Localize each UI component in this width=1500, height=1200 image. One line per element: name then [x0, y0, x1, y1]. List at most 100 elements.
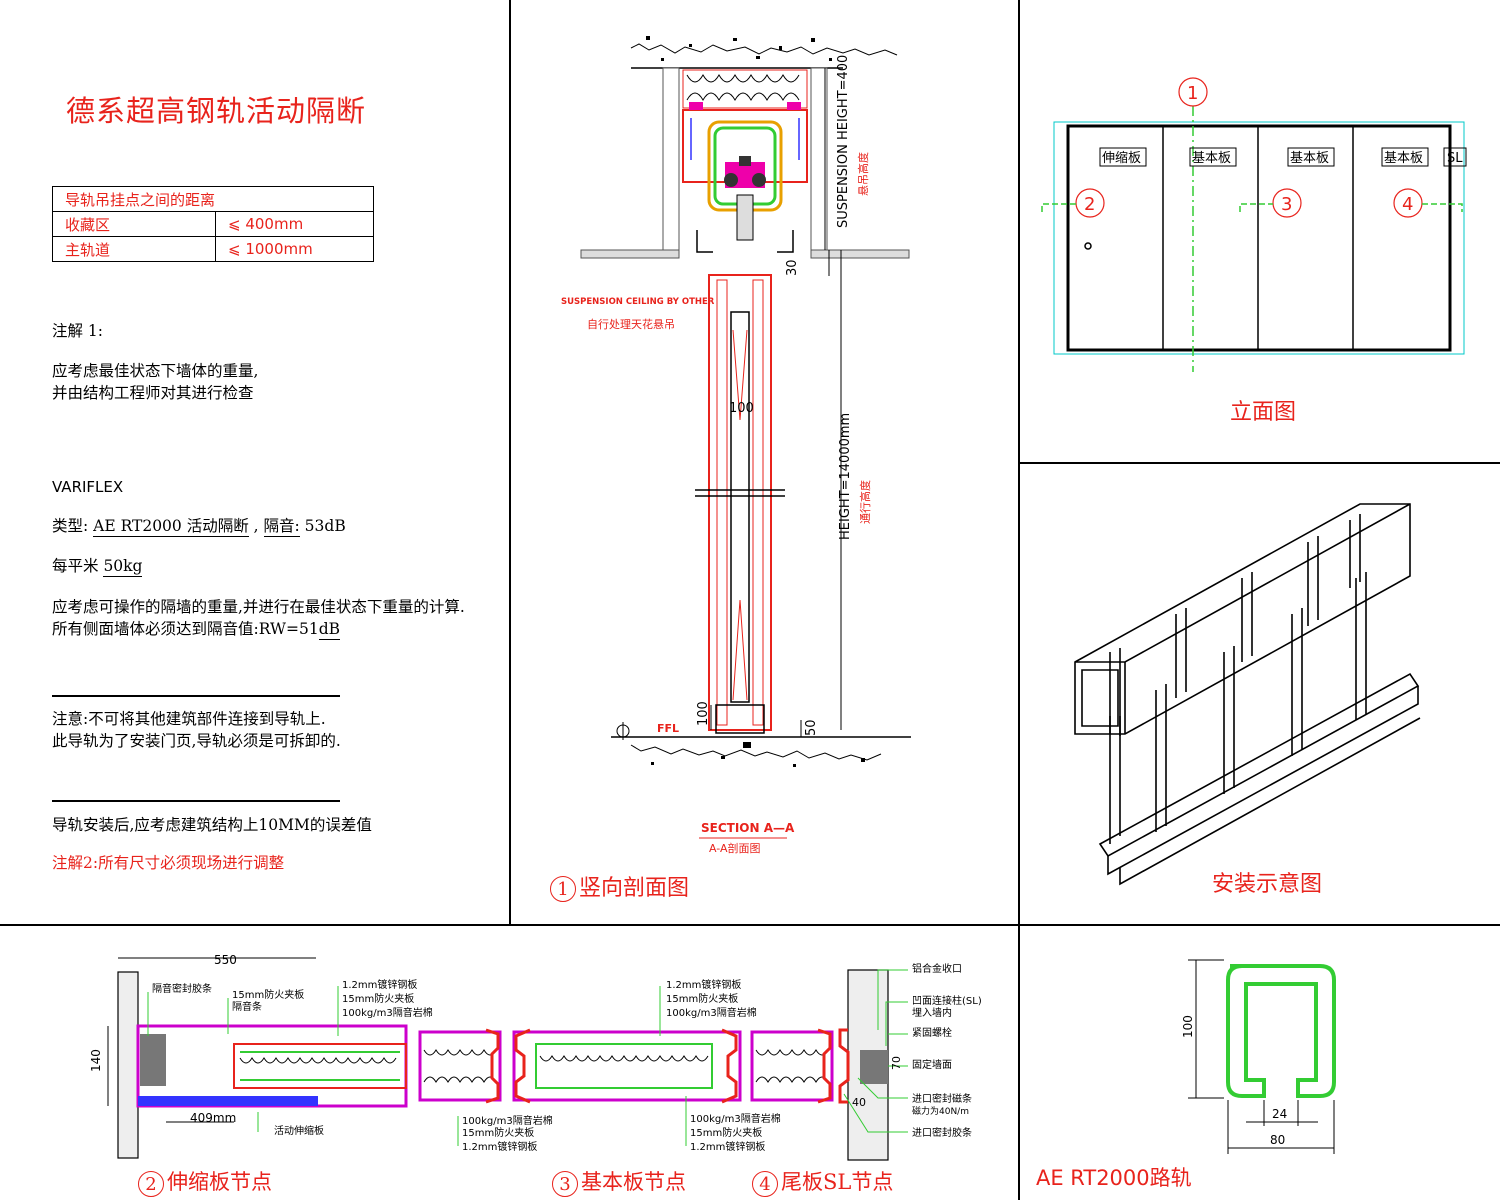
ceiling-box-walls — [580, 67, 910, 259]
spec-row-label: 收藏区 — [52, 211, 216, 237]
dim-height-cn: 通行高度 — [858, 480, 872, 524]
divider-h-right — [1018, 462, 1500, 464]
dim-409: 409mm — [190, 1111, 236, 1125]
dim-100-panel: 100 — [729, 401, 754, 416]
rail-caption: AE RT2000路轨 — [1036, 1166, 1192, 1190]
section-title-cn: A-A剖面图 — [709, 841, 761, 855]
divider-h-bottom — [0, 924, 1500, 926]
basic-wool: 100kg/m3隔音岩棉 — [666, 1006, 757, 1019]
sl-alu: 铝合金收口 — [912, 962, 962, 975]
dim-height: HEIGHT=14000mm — [838, 413, 853, 540]
label-steel: 1.2mm镀锌钢板 — [342, 978, 417, 991]
ffl-label: FFL — [657, 722, 679, 735]
label-wool2: 100kg/m3隔音岩棉 — [462, 1114, 553, 1127]
section-title: SECTION A—A — [701, 821, 795, 835]
marker-4: 4 — [1402, 194, 1413, 215]
type-mid: , — [253, 517, 264, 535]
sl-bolt: 紧固螺栓 — [912, 1026, 952, 1039]
detail2-caption-text: 伸缩板节点 — [167, 1170, 272, 1194]
calc-line2-unit: dB — [318, 620, 341, 640]
weight-line: 每平米 50kg — [52, 555, 143, 577]
note1-line2: 并由结构工程师对其进行检查 — [52, 384, 254, 402]
dim-30: 30 — [785, 259, 800, 276]
install-drawing — [1074, 503, 1421, 886]
panel-label: 基本板 — [1384, 151, 1423, 166]
detail3-caption-number: 3 — [552, 1170, 578, 1197]
label-fire2: 15mm防火夹板 — [462, 1126, 534, 1139]
label-wool: 100kg/m3隔音岩棉 — [342, 1006, 433, 1019]
rail-drawing: 100 24 80 — [1181, 959, 1336, 1154]
brand-name: VARIFLEX — [52, 478, 124, 496]
detail3-caption-text: 基本板节点 — [581, 1170, 686, 1194]
spec-row-label: 主轨道 — [52, 236, 216, 262]
panel-label: 基本板 — [1290, 151, 1329, 166]
weight-label: 每平米 — [52, 557, 104, 575]
divider-v-left — [509, 0, 511, 925]
details-drawing: 550 140 409mm 隔音密封胶条 15mm防火夹板 隔音条 1.2mm镀… — [89, 953, 982, 1161]
calc-line1: 应考虑可操作的隔墙的重量,并进行在最佳状态下重量的计算. — [52, 598, 465, 616]
type-value: AE RT2000 活动隔断 — [93, 517, 249, 537]
dim-suspension-height-cn: 悬吊高度 — [856, 152, 870, 196]
label-telescopic: 活动伸缩板 — [274, 1124, 324, 1137]
calc-line2-prefix: 所有侧面墙体必须达到隔音值:RW=51 — [52, 620, 319, 638]
calc-line2: 所有侧面墙体必须达到隔音值:RW=51dB — [52, 618, 341, 640]
section-caption-text: 竖向剖面图 — [579, 876, 690, 901]
section-drawing: SUSPENSION HEIGHT=400 悬吊高度 30 SUSPENSION… — [561, 36, 911, 855]
detail-telescopic — [107, 957, 408, 1123]
separator-1 — [52, 695, 340, 697]
divider-v-right — [1018, 0, 1020, 1200]
panel-labels: 伸缩板 基本板 基本板 基本板 SL — [1099, 147, 1467, 167]
elevation-markers — [1075, 77, 1423, 218]
dimensions — [611, 68, 911, 740]
note1-line1: 应考虑最佳状态下墙体的重量, — [52, 362, 259, 380]
separator-2 — [52, 800, 340, 802]
caution-line2: 此导轨为了安装门页,导轨必须是可拆卸的. — [52, 732, 341, 750]
partition-panel — [695, 274, 785, 734]
type-line: 类型: AE RT2000 活动隔断 , 隔音: 53dB — [52, 515, 346, 537]
rail-dim-80: 80 — [1270, 1133, 1285, 1147]
sl-label: SL — [1447, 151, 1463, 166]
sl-magnet-force: 磁力为40N/m — [912, 1105, 969, 1117]
note2: 注解2:所有尺寸必须现场进行调整 — [52, 854, 285, 872]
label-sound: 隔音条 — [232, 1000, 262, 1013]
dim-50: 50 — [804, 719, 819, 736]
sl-post: 凹面连接柱(SL) — [912, 994, 982, 1007]
dim-70: 70 — [890, 1056, 903, 1070]
install-caption: 安装示意图 — [1212, 872, 1323, 897]
note1-title: 注解 1: — [52, 322, 104, 340]
detail4-caption-number: 4 — [752, 1170, 778, 1197]
basic-fire2: 15mm防火夹板 — [690, 1126, 762, 1139]
type-prefix: 类型: — [52, 517, 94, 535]
spec-row-value: ⩽ 400mm — [215, 211, 374, 237]
sl-magnet: 进口密封磁条 — [912, 1092, 972, 1105]
spec-table: 导轨吊挂点之间的距离 收藏区 ⩽ 400mm 主轨道 ⩽ 1000mm — [52, 186, 374, 262]
sound-label: 隔音: — [263, 517, 300, 537]
panel-label: 伸缩板 — [1102, 150, 1141, 166]
sound-value: 53dB — [304, 517, 346, 535]
dim-suspension-height: SUSPENSION HEIGHT=400 — [836, 55, 851, 228]
label-fire: 15mm防火夹板 — [342, 992, 414, 1005]
insulation-top — [682, 69, 808, 109]
elevation-caption: 立面图 — [1230, 400, 1297, 425]
sl-gasket: 进口密封胶条 — [912, 1126, 972, 1139]
hanger-bracket — [682, 102, 808, 253]
sl-embed: 埋入墙内 — [912, 1006, 952, 1019]
dim-100-bottom: 100 — [696, 701, 711, 726]
panel-label: 基本板 — [1192, 151, 1231, 166]
marker-3: 3 — [1281, 194, 1292, 215]
dim-550: 550 — [214, 953, 237, 967]
dim-140: 140 — [89, 1049, 103, 1072]
detail2-caption-number: 2 — [138, 1170, 164, 1197]
detail-basic — [418, 1028, 742, 1104]
detail-sl — [750, 969, 889, 1161]
basic-fire: 15mm防火夹板 — [666, 992, 738, 1005]
section-caption-number: 1 — [550, 876, 576, 902]
spec-table-header: 导轨吊挂点之间的距离 — [52, 186, 374, 212]
marker-2: 2 — [1084, 194, 1095, 215]
dim-40: 40 — [852, 1096, 866, 1109]
floor-slab — [630, 742, 882, 767]
